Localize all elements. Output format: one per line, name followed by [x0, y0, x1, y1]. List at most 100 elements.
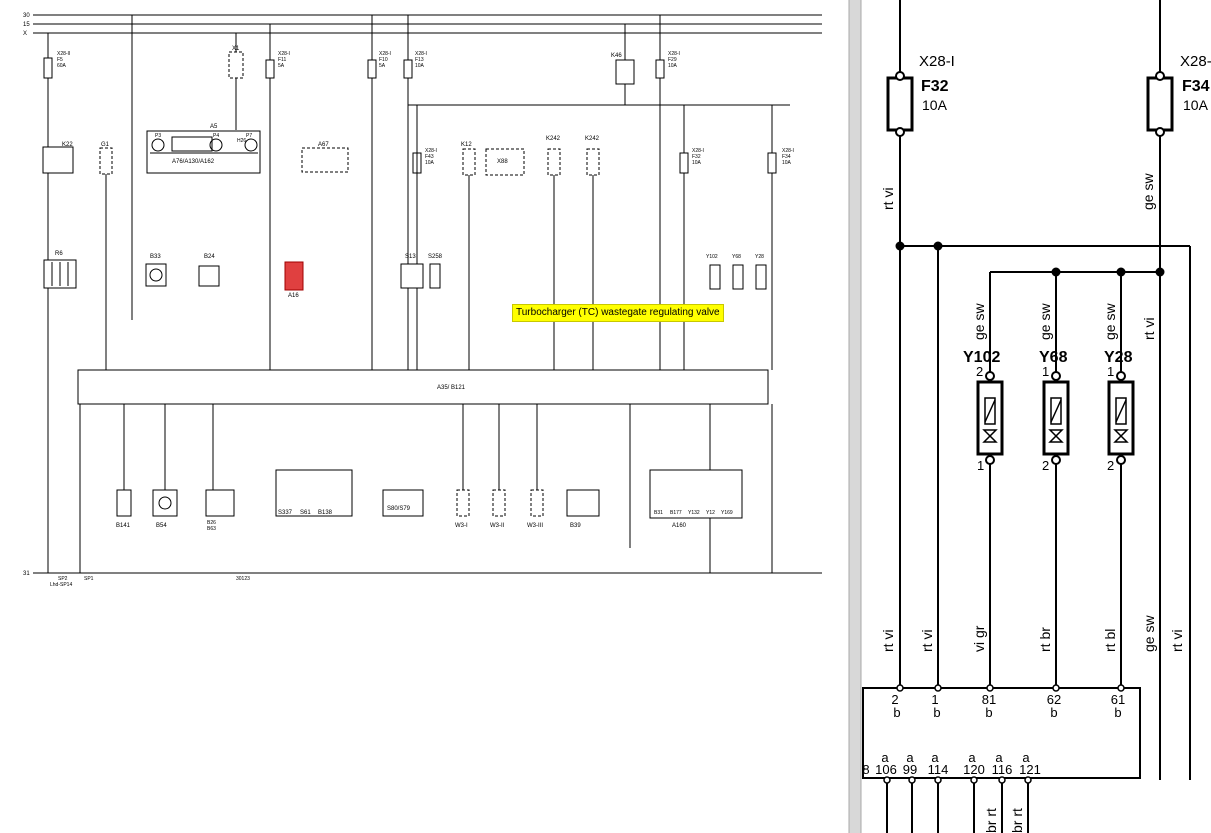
detail-labels: X28-I F32 10A X28- F34 10A rt vi ge sw g… — [862, 53, 1211, 833]
fuse-f29-name: F29 — [668, 57, 677, 63]
wire-label-br-rt-2: br rt — [1009, 808, 1025, 833]
fuse-f10-rating: 5A — [379, 63, 386, 69]
wire-label-y68-in: ge sw — [1037, 303, 1053, 340]
comp-x88: X88 — [497, 159, 508, 165]
comp-a67: A67 — [318, 142, 329, 148]
comp-b24: B24 — [204, 254, 215, 260]
wire-label-y102-in: ge sw — [971, 303, 987, 340]
valve-y28-pin-top: 1 — [1107, 364, 1114, 379]
fuse-f29-rating: 10A — [668, 63, 678, 69]
ecu-pin-8-num: 8 — [862, 762, 869, 777]
ground-30123: 30123 — [236, 576, 250, 582]
comp-p7: P7 — [246, 133, 252, 139]
wire-label-pin62: rt br — [1037, 627, 1053, 652]
comp-h26: H26 — [237, 138, 246, 144]
fuse-f43-conn: X28-I — [425, 148, 437, 154]
ecu-a35-label: A35/ B121 — [437, 385, 466, 391]
ecu-pin-106-conn: a — [881, 750, 889, 765]
ecu-pin-99-conn: a — [906, 750, 914, 765]
valve-y68-label: Y68 — [1039, 349, 1068, 366]
overview-labels: 30 15 X 31 X28-II F5 60A X28-I F11 5A X2… — [23, 13, 794, 588]
ecu-pin-120-conn: a — [968, 750, 976, 765]
ecu-pin-61-conn: b — [1114, 705, 1121, 720]
component-tooltip: Turbocharger (TC) wastegate regulating v… — [512, 304, 724, 322]
comp-k242b: K242 — [585, 136, 600, 142]
rail-label-30: 30 — [23, 13, 30, 19]
fuse-f11-name: F11 — [278, 57, 286, 63]
fuse-f13-rating: 10A — [415, 63, 425, 69]
fuse-f13-conn: X28-I — [415, 51, 427, 57]
fuse-f34-conn: X28-I — [782, 148, 794, 154]
ecu-pin-121-num: 121 — [1019, 762, 1041, 777]
ecu-pin-121-conn: a — [1022, 750, 1030, 765]
detail-diagram — [862, 0, 1191, 833]
comp-y132: Y132 — [688, 510, 700, 516]
comp-y102: Y102 — [706, 254, 718, 260]
ground-sp2: SP2 — [58, 576, 68, 582]
comp-b31: B31 — [654, 510, 663, 516]
ground-sp1: SP1 — [84, 576, 94, 582]
valve-y102-pin-bottom: 1 — [977, 458, 984, 473]
wire-label-y28-in: ge sw — [1102, 303, 1118, 340]
comp-w3ii: W3-II — [490, 523, 505, 529]
valve-y102-body — [976, 371, 1004, 465]
detail-fuse-f32-name: F32 — [921, 78, 949, 95]
fuse-f32-rating: 10A — [692, 160, 702, 166]
wire-label-ge-sw-bottom: ge sw — [1141, 615, 1157, 652]
fuse-f10-conn: X28-I — [379, 51, 391, 57]
valve-y102-label: Y102 — [963, 349, 1000, 366]
ecu-pin-1-num: 1 — [931, 692, 938, 707]
rail-label-15: 15 — [23, 22, 30, 28]
ecu-pin-114-num: 114 — [928, 762, 949, 777]
comp-y68: Y68 — [732, 254, 741, 260]
fuse-f5-name: F5 — [57, 57, 63, 63]
comp-s61: S61 — [300, 510, 311, 516]
comp-b54: B54 — [156, 523, 167, 529]
comp-s80: S80/S79 — [387, 506, 411, 512]
fuse-f43-rating: 10A — [425, 160, 435, 166]
comp-a5: A5 — [210, 124, 218, 130]
wire-label-br-rt-1: br rt — [983, 808, 999, 833]
ecu-pin-99-num: 99 — [903, 762, 917, 777]
ecu-pin-81-num: 81 — [982, 692, 996, 707]
wire-label-pin61: rt bl — [1102, 629, 1118, 652]
fuse-f10-name: F10 — [379, 57, 388, 63]
ecu-pin-116-conn: a — [995, 750, 1003, 765]
detail-fuse-f34-conn: X28- — [1180, 53, 1211, 70]
fuse-f34-rating: 10A — [782, 160, 792, 166]
valve-y102-pin-top: 2 — [976, 364, 983, 379]
comp-k22: K22 — [62, 142, 73, 148]
ground-lhd-sp14: Lhd-SP14 — [50, 582, 72, 588]
fuse-f11-rating: 5A — [278, 63, 285, 69]
comp-a76: A76/A130/A162 — [172, 159, 215, 165]
comp-w3i: W3-I — [455, 523, 468, 529]
fuse-f32-name: F32 — [692, 154, 701, 160]
comp-k242a: K242 — [546, 136, 561, 142]
ecu-pin-62-conn: b — [1050, 705, 1057, 720]
fuse-f43-name: F43 — [425, 154, 434, 160]
comp-r6: R6 — [55, 251, 63, 257]
comp-a160: A160 — [672, 523, 687, 529]
comp-k12: K12 — [461, 142, 472, 148]
detail-fuse-f34-rating: 10A — [1183, 97, 1209, 113]
comp-s337: S337 — [278, 510, 293, 516]
fuse-f5-conn: X28-II — [57, 51, 70, 57]
wire-label-ge-sw-right: rt vi — [1141, 317, 1157, 340]
wire-label-rt-vi-right: rt vi — [1169, 629, 1185, 652]
fuse-f13-name: F13 — [415, 57, 424, 63]
ecu-pin-81-conn: b — [985, 705, 992, 720]
ecu-pin-61-num: 61 — [1111, 692, 1125, 707]
ecu-pin-106-num: 106 — [875, 762, 897, 777]
ecu-pin-120-num: 120 — [963, 762, 985, 777]
valve-y68-pin-bottom: 2 — [1042, 458, 1049, 473]
valve-y28-body — [1107, 371, 1135, 465]
comp-b26: B26 — [207, 520, 216, 526]
ecu-pin-114-conn: a — [931, 750, 939, 765]
valve-y28-pin-bottom: 2 — [1107, 458, 1114, 473]
ecu-pin-62-num: 62 — [1047, 692, 1061, 707]
junction-dots — [895, 241, 1165, 277]
comp-p3: P3 — [155, 133, 161, 139]
comp-a16: A16 — [288, 293, 299, 299]
comp-b141: B141 — [116, 523, 131, 529]
